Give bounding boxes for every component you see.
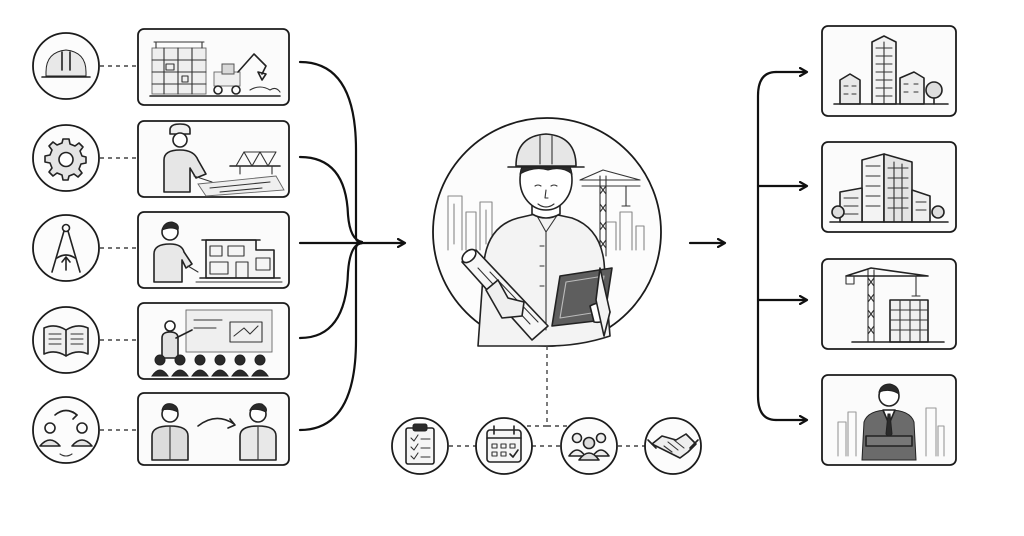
branch-connectors <box>756 72 806 420</box>
exchange-users-icon <box>32 396 100 464</box>
architect-design-scene <box>137 211 290 289</box>
crane-construction-scene <box>821 258 957 350</box>
compass-icon <box>32 214 100 282</box>
team-icon <box>560 417 618 475</box>
hard-hat-icon <box>32 32 100 100</box>
classroom-training-scene <box>137 302 290 380</box>
gear-icon <box>32 124 100 192</box>
bottom-links <box>449 346 645 447</box>
engineer-drafting-scene <box>137 120 290 198</box>
calendar-icon <box>475 417 533 475</box>
icon-panel-links <box>100 65 138 431</box>
construction-site-scene <box>137 28 290 106</box>
engineer-with-tablet <box>432 117 662 347</box>
handshake-icon <box>644 417 702 475</box>
city-buildings-scene <box>821 25 957 117</box>
converging-connectors <box>298 60 404 432</box>
mentoring-scene <box>137 392 290 466</box>
clipboard-icon <box>391 417 449 475</box>
business-professional-scene <box>821 374 957 466</box>
book-icon <box>32 306 100 374</box>
office-complex-scene <box>821 141 957 233</box>
